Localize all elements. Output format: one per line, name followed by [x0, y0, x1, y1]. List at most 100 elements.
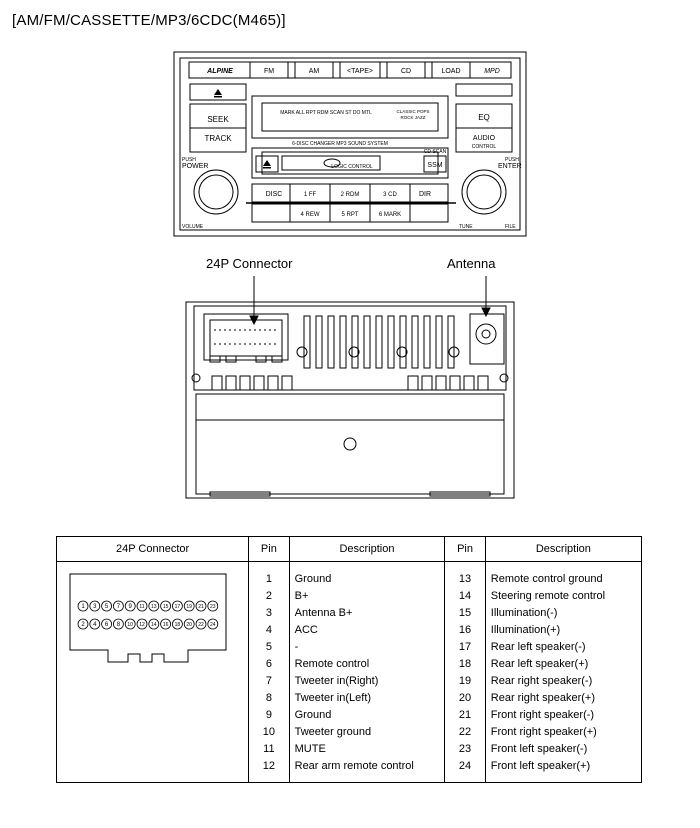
- bottom-pin-circle: [183, 618, 195, 630]
- header-pin-1: Pin: [248, 536, 290, 562]
- pin-table: 24P Connector Pin Description Pin Descri…: [55, 536, 643, 783]
- pin-description: Steering remote control: [484, 587, 643, 604]
- pin-number: 18: [444, 655, 486, 672]
- pin-description: Remote control ground: [484, 561, 643, 587]
- display-modes: MARK ALL RPT RDM SCAN ST DO MTL: [280, 110, 372, 116]
- logic-control: LOGIC CONTROL: [331, 164, 373, 170]
- pin-description: Illumination(-): [484, 604, 643, 621]
- top-pin-number: 23: [210, 604, 216, 610]
- bottom-pin-number: 6: [105, 622, 109, 628]
- top-pin-circle: [89, 600, 101, 612]
- pin-description: Ground: [288, 706, 446, 723]
- top-pin-circle: [113, 600, 124, 612]
- preset-1: 1 FF: [304, 192, 317, 198]
- pin-description: Front left speaker(-): [484, 740, 643, 757]
- push-enter-small: PUSH: [505, 157, 519, 163]
- preset-2: 2 RDM: [341, 192, 360, 198]
- top-pin-circle: [77, 600, 89, 612]
- header-desc-1: Description: [288, 536, 446, 562]
- bottom-pin-circle: [89, 618, 101, 630]
- pin-number: 4: [248, 621, 290, 638]
- bottom-pin-circle: [207, 618, 219, 630]
- pin-description: Tweeter in(Left): [288, 689, 446, 706]
- top-pin-number: 21: [198, 604, 204, 610]
- top-pin-number: 17: [175, 604, 181, 610]
- top-pin-circle: [124, 600, 136, 612]
- header-desc-2: Description: [484, 536, 643, 562]
- pin-number: 15: [444, 604, 486, 621]
- pin-description: B+: [288, 587, 446, 604]
- btn-load: LOAD: [441, 68, 460, 75]
- pin-number: 20: [444, 689, 486, 706]
- pin-number: 9: [248, 706, 290, 723]
- pin-number: 17: [444, 638, 486, 655]
- pin-description: ACC: [288, 621, 446, 638]
- bottom-pin-number: 12: [139, 622, 145, 628]
- pin-description: Front right speaker(-): [484, 706, 643, 723]
- pin-number: 13: [444, 561, 486, 587]
- bottom-pin-number: 18: [175, 622, 181, 628]
- bottom-pin-circle: [77, 618, 89, 630]
- bottom-pin-circle: [113, 618, 124, 630]
- bottom-pin-number: 4: [93, 622, 97, 628]
- cd-scan: CD SCAN: [424, 149, 447, 155]
- pin-number: 11: [248, 740, 290, 757]
- pin-number: 21: [444, 706, 486, 723]
- bottom-pin-circle: [160, 618, 171, 630]
- top-pin-circle: [148, 600, 160, 612]
- btn-audio: AUDIO: [473, 135, 496, 142]
- top-pin-circle: [160, 600, 171, 612]
- btn-seek: SEEK: [207, 115, 229, 124]
- pin-number: 16: [444, 621, 486, 638]
- brand-right: MPD: [484, 68, 500, 75]
- pin-number: 10: [248, 723, 290, 740]
- pin-description: Ground: [288, 561, 446, 587]
- antenna-callout-label: Antenna: [447, 256, 496, 271]
- top-pin-number: 1: [81, 604, 85, 610]
- bottom-pin-circle: [124, 618, 136, 630]
- pin-description: Rear left speaker(+): [484, 655, 643, 672]
- pin-number: 8: [248, 689, 290, 706]
- pin-description: Tweeter ground: [288, 723, 446, 740]
- top-pin-circle: [172, 600, 183, 612]
- btn-cd: CD: [401, 68, 411, 75]
- head-unit-rear-view: [185, 276, 515, 499]
- bottom-pin-circle: [195, 618, 207, 630]
- pin-number: 22: [444, 723, 486, 740]
- top-pin-number: 9: [129, 604, 133, 610]
- top-pin-number: 11: [139, 604, 144, 610]
- top-pin-number: 19: [186, 604, 192, 610]
- pin-description: Rear arm remote control: [288, 757, 446, 783]
- pin-description: Rear right speaker(-): [484, 672, 643, 689]
- top-pin-circle: [136, 600, 148, 612]
- bottom-pin-number: 2: [81, 622, 85, 628]
- bottom-pin-number: 14: [151, 622, 157, 628]
- changer-label: 6-DISC CHANGER MP3 SOUND SYSTEM: [292, 141, 388, 147]
- header-connector: 24P Connector: [55, 536, 250, 562]
- page-title: [AM/FM/CASSETTE/MP3/6CDC(M465)]: [12, 12, 286, 29]
- btn-ssm: SSM: [427, 162, 442, 169]
- connector-cell: [55, 561, 250, 783]
- btn-tape: <TAPE>: [347, 68, 373, 75]
- pin-description: Tweeter in(Right): [288, 672, 446, 689]
- pin-number: 24: [444, 757, 486, 783]
- btn-track: TRACK: [204, 134, 232, 143]
- pin-number: 2: [248, 587, 290, 604]
- display-classic: CLASSIC POPS: [396, 109, 429, 114]
- pin-number: 19: [444, 672, 486, 689]
- bottom-pin-number: 20: [186, 622, 192, 628]
- preset-4: 4 REW: [300, 212, 319, 218]
- preset-5: 5 RPT: [341, 212, 358, 218]
- btn-fm: FM: [264, 68, 274, 75]
- pin-number: 1: [248, 561, 290, 587]
- enter-label: ENTER: [498, 163, 522, 170]
- pin-description: MUTE: [288, 740, 446, 757]
